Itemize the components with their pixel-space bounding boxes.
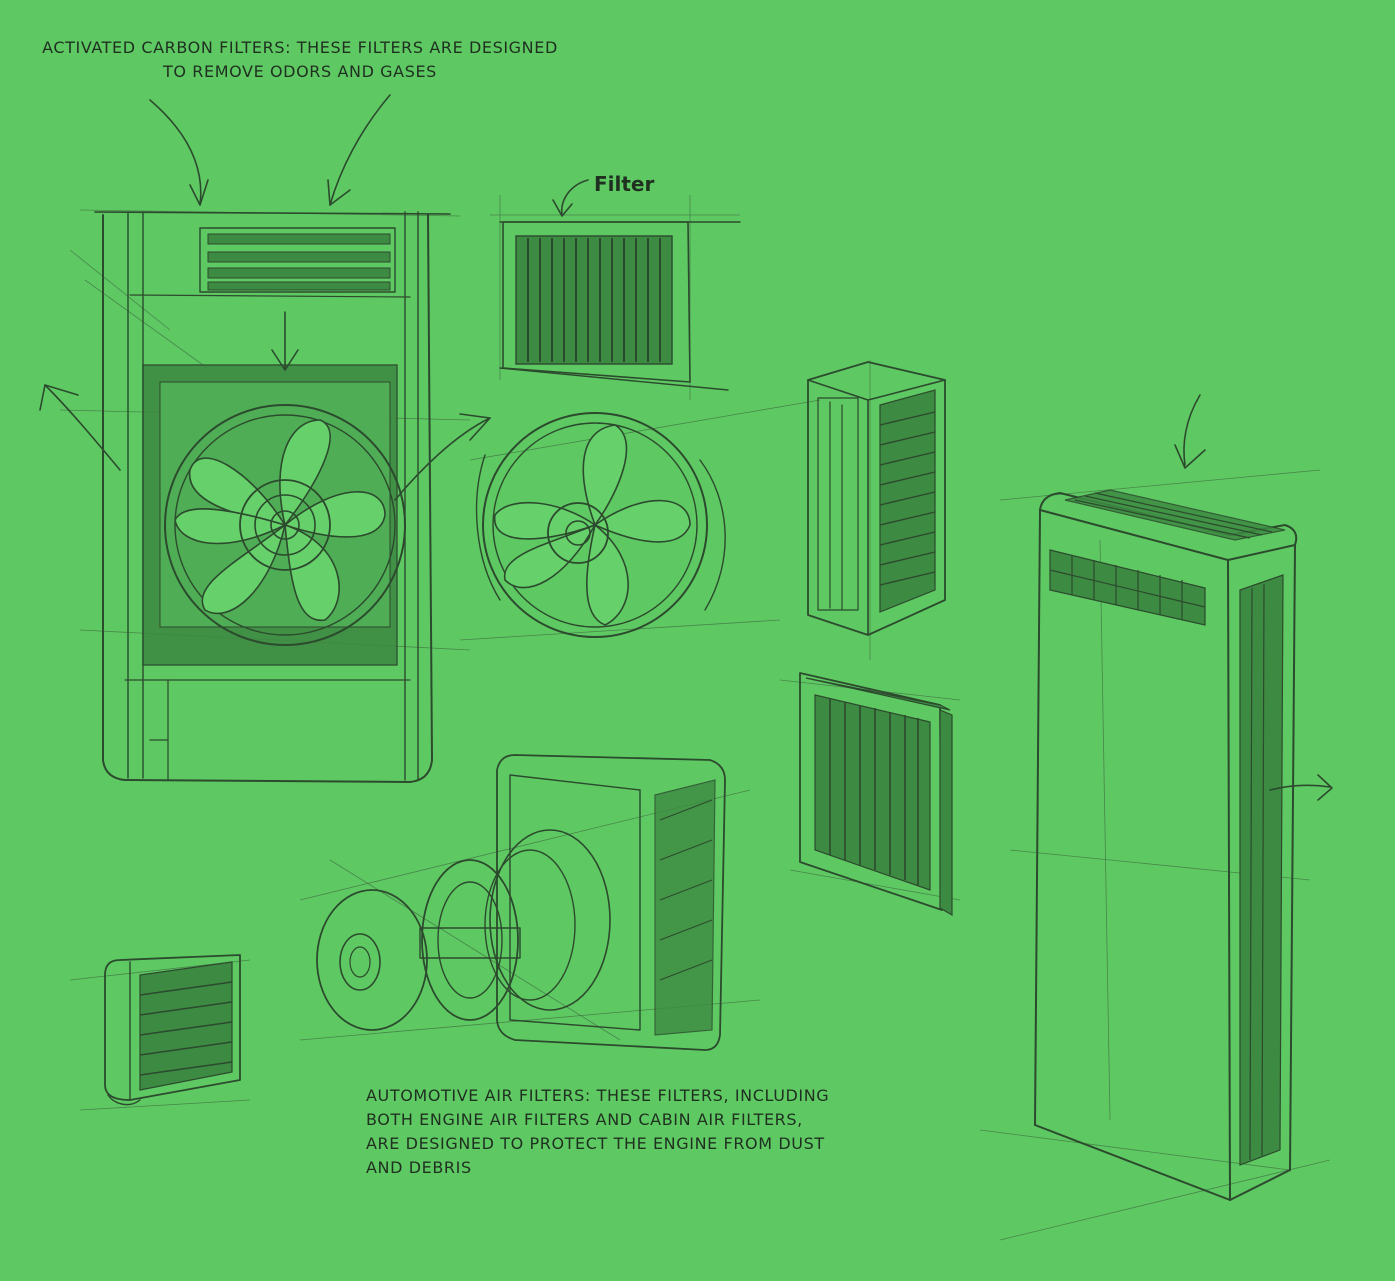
fan-sketch (475, 412, 726, 638)
flat-filter-sketch (499, 179, 741, 391)
box-filter-sketch (807, 361, 946, 636)
exploded-assembly-sketch (316, 754, 726, 1051)
tower-purifier-sketch (1034, 394, 1333, 1201)
small-louver-filter-sketch (104, 954, 241, 1106)
filter-label: Filter (594, 172, 655, 196)
framed-filter-sketch (799, 672, 953, 917)
automotive-filter-note: AUTOMOTIVE AIR FILTERS: THESE FILTERS, I… (366, 1086, 830, 1177)
construction-lines (59, 195, 1331, 1241)
purifier-front-sketch (39, 94, 491, 783)
activated-carbon-note: ACTIVATED CARBON FILTERS: THESE FILTERS … (42, 38, 558, 81)
